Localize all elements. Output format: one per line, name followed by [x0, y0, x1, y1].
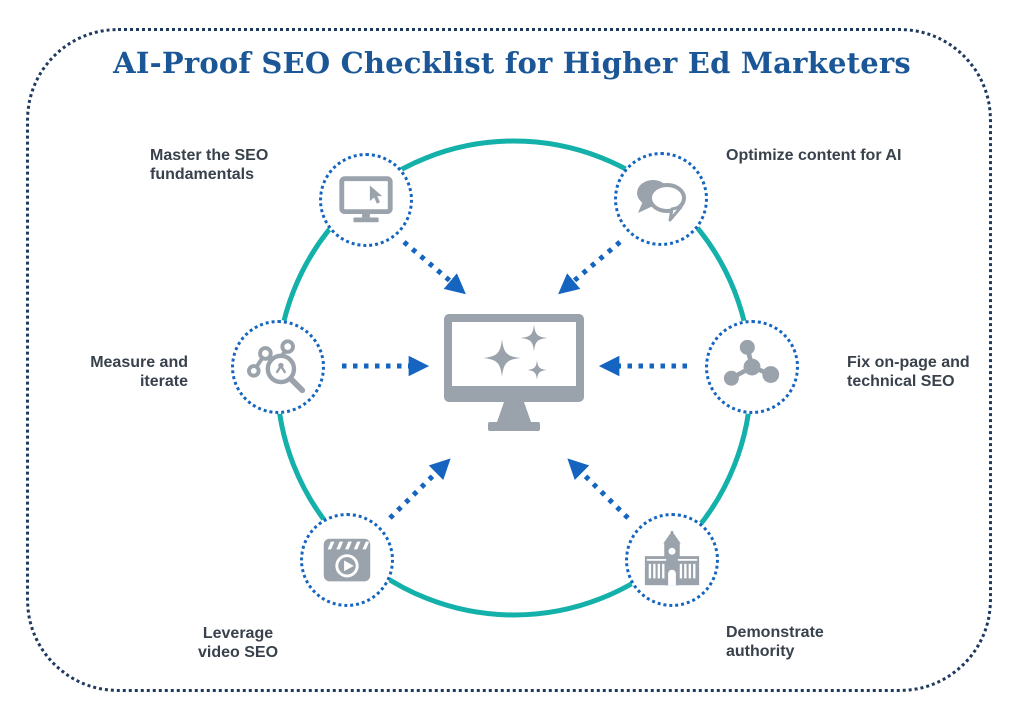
label-leverage-video-seo: Leverage video SEO: [197, 625, 279, 662]
dotted-frame-border: [26, 28, 992, 692]
university-building-icon: [644, 530, 700, 586]
arrow-master-to-center: [402, 240, 466, 295]
center-hub: [438, 312, 590, 439]
arrow-optimize-to-center: [558, 240, 622, 295]
node-measure-iterate: [231, 320, 325, 414]
node-optimize-content-ai: [614, 152, 708, 246]
label-demonstrate-authority: Demonstrate authority: [726, 624, 824, 661]
molecule-icon: [723, 339, 780, 386]
arrow-video-to-center: [388, 458, 451, 520]
label-measure-iterate: Measure and iterate: [90, 354, 188, 391]
node-fix-onpage-technical-seo: [705, 320, 799, 414]
chart-magnifier-icon: [247, 339, 306, 394]
node-demonstrate-authority: [625, 513, 719, 607]
node-leverage-video-seo: [300, 513, 394, 607]
label-fix-onpage-technical-seo: Fix on-page and technical SEO: [847, 354, 970, 391]
ai-sparkles-monitor-icon: [444, 314, 584, 431]
arrow-demo-to-center: [567, 458, 630, 520]
monitor-cursor-icon: [339, 176, 393, 223]
page-title: AI-Proof SEO Checklist for Higher Ed Mar…: [113, 46, 911, 80]
video-player-icon: [323, 538, 371, 582]
label-master-seo-fundamentals: Master the SEO fundamentals: [150, 147, 269, 184]
label-optimize-content-ai: Optimize content for AI: [726, 147, 902, 164]
node-master-seo-fundamentals: [319, 153, 413, 247]
speech-bubbles-icon: [637, 180, 686, 222]
